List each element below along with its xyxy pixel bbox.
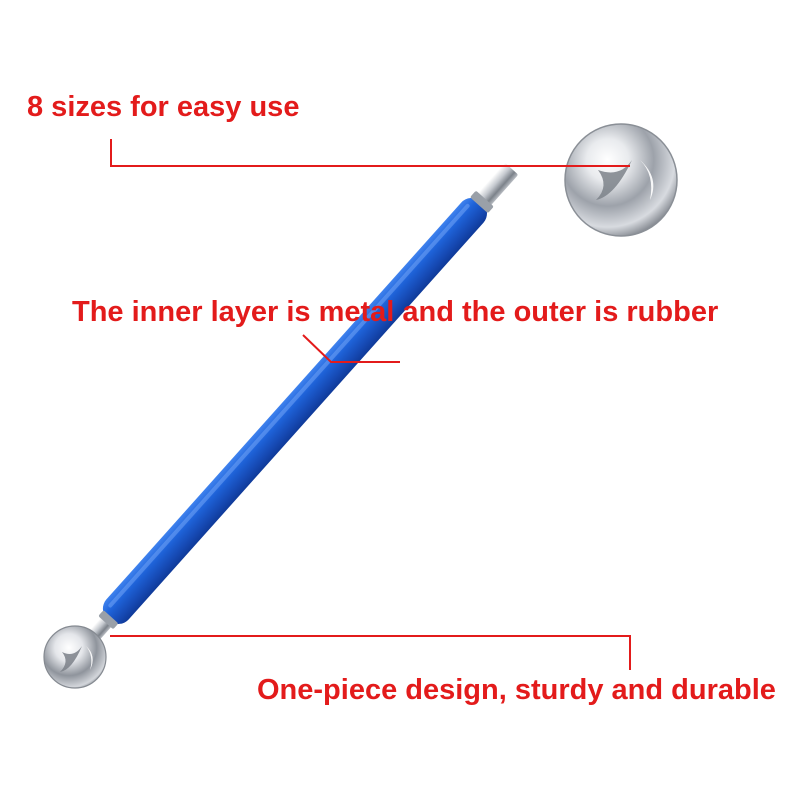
callout-material: The inner layer is metal and the outer i…: [72, 296, 719, 328]
callout-durable: One-piece design, sturdy and durable: [257, 674, 776, 706]
small-ball-end: [43, 625, 107, 689]
leader-line-durable: [110, 635, 631, 670]
callout-sizes: 8 sizes for easy use: [27, 91, 300, 123]
small-end-collar: [99, 610, 118, 629]
large-end-collar: [470, 191, 494, 213]
leader-line-sizes: [110, 139, 630, 167]
ball-tool: [85, 163, 518, 645]
leader-line-material: [302, 334, 400, 363]
rubber-sleeve: [102, 198, 487, 624]
sleeve-highlight: [108, 203, 470, 608]
large-ball-end: [564, 123, 678, 237]
